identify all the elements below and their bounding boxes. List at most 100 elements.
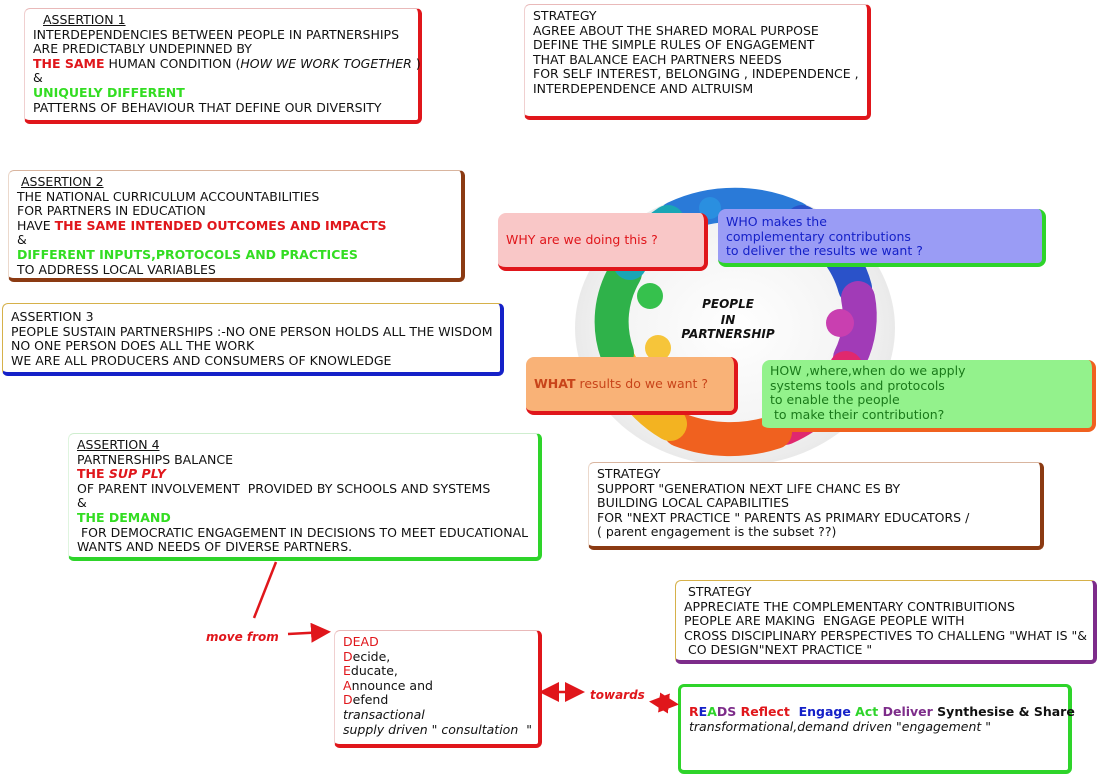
ampersand: &	[17, 232, 27, 248]
assertion-2-line: THE NATIONAL CURRICULUM ACCOUNTABILITIES	[17, 188, 320, 204]
assertion-4-line: OF PARENT INVOLVEMENT PROVIDED BY SCHOOL…	[77, 480, 491, 496]
who-text-line: to deliver the results we want ?	[726, 243, 923, 259]
reads-a: A	[707, 704, 717, 719]
reads-deliver: Deliver	[882, 704, 938, 719]
strategy-3-line: STRATEGY	[684, 584, 752, 599]
how-box: HOW ,where,when do we apply systems tool…	[762, 360, 1096, 432]
the-demand-text: THE DEMAND	[77, 509, 171, 525]
assertion-3-box: ASSERTION 3 PEOPLE SUSTAIN PARTNERSHIPS …	[2, 303, 504, 376]
dead-letter: E	[343, 663, 351, 679]
assertion-2-line: HAVE THE SAME INTENDED OUTCOMES AND IMPA…	[17, 217, 453, 234]
who-box: WHO makes the complementary contribution…	[718, 209, 1046, 267]
reads-synth: Synthesise & Share	[937, 704, 1075, 719]
assertion-3-heading: ASSERTION 3	[11, 309, 94, 324]
strategy-3-line: CROSS DISCIPLINARY PERSPECTIVES TO CHALL…	[684, 627, 1087, 643]
strategy-1-line: THAT BALANCE EACH PARTNERS NEEDS	[533, 51, 782, 67]
assertion-4-heading: ASSERTION 4	[77, 437, 160, 452]
assertion-4-line: THE SUP PLY	[77, 466, 530, 482]
different-inputs-text: DIFFERENT INPUTS,PROTOCOLS AND PRACTICES	[17, 246, 358, 262]
strategy-3-line: PEOPLE ARE MAKING ENGAGE PEOPLE WITH	[684, 613, 965, 629]
who-text-line: WHO makes the	[726, 214, 827, 229]
how-text-line: HOW ,where,when do we apply	[770, 363, 966, 378]
strategy-2-line: BUILDING LOCAL CAPABILITIES	[597, 495, 789, 511]
uniquely-different-text: UNIQUELY DIFFERENT	[33, 84, 185, 100]
figure-head	[645, 335, 671, 361]
assertion-4-line: PARTNERSHIPS BALANCE	[77, 451, 234, 467]
why-box: WHY are we doing this ?	[498, 213, 708, 271]
arrow-down-line	[252, 561, 278, 619]
assertion-4-line: WANTS AND NEEDS OF DIVERSE PARTNERS.	[77, 539, 353, 555]
how-text-line: systems tools and protocols	[770, 377, 945, 393]
move-from-label: move from	[206, 630, 279, 644]
dead-item: Educate,	[343, 663, 530, 679]
towards-label: towards	[590, 688, 645, 702]
figure-head	[637, 283, 663, 309]
dead-item: Announce and	[343, 677, 530, 694]
why-text: WHY are we doing this ?	[506, 232, 658, 247]
strategy-1-line: AGREE ABOUT THE SHARED MORAL PURPOSE	[533, 22, 819, 38]
how-text-line: to enable the people	[770, 392, 900, 408]
have-text: HAVE	[17, 217, 55, 233]
reads-engage: Engage	[798, 704, 856, 719]
the-same-text: THE SAME	[33, 55, 105, 71]
towards-arrow-right	[649, 692, 679, 714]
reads-line: READS Reflect Engage Act Deliver Synthes…	[689, 704, 1075, 720]
assertion-2-line: TO ADDRESS LOCAL VARIABLES	[17, 261, 216, 277]
dead-word: ducate,	[350, 663, 398, 679]
reads-act: Act	[855, 704, 883, 719]
reads-box: READS Reflect Engage Act Deliver Synthes…	[678, 684, 1075, 774]
strategy-2-line: SUPPORT "GENERATION NEXT LIFE CHANC ES B…	[597, 480, 901, 496]
reads-ds: DS	[716, 704, 737, 719]
supply-text: SUP PLY	[108, 466, 166, 482]
dead-letter: D	[343, 692, 353, 708]
strategy-3-box: STRATEGY APPRECIATE THE COMPLEMENTARY CO…	[675, 580, 1097, 664]
assertion-1-box: ASSERTION 1 INTERDEPENDENCIES BETWEEN PE…	[24, 8, 422, 124]
strategy-1-line: FOR SELF INTEREST, BELONGING , INDEPENDE…	[533, 66, 859, 82]
what-box: WHAT results do we want ?	[526, 357, 738, 415]
strategy-2-line: FOR "NEXT PRACTICE " PARENTS AS PRIMARY …	[597, 509, 970, 525]
ring-segment-orange	[663, 413, 792, 457]
assertion-1-line: PATTERNS OF BEHAVIOUR THAT DEFINE OUR DI…	[33, 99, 382, 115]
strategy-2-line: STRATEGY	[597, 466, 661, 481]
dead-letter: A	[343, 677, 352, 693]
human-condition-text: HUMAN CONDITION (	[104, 55, 241, 71]
reads-reflect: Reflect	[736, 704, 799, 719]
close-paren: )	[411, 55, 421, 71]
strategy-1-box: STRATEGY AGREE ABOUT THE SHARED MORAL PU…	[524, 4, 871, 120]
dead-subtitle: transactional	[343, 706, 425, 722]
strategy-2-line: ( parent engagement is the subset ??)	[597, 524, 837, 540]
ring-title-line: IN	[721, 313, 736, 327]
same-outcomes-text: THE SAME INTENDED OUTCOMES AND IMPACTS	[54, 217, 387, 233]
assertion-1-line: THE SAME HUMAN CONDITION (HOW WE WORK TO…	[33, 55, 421, 72]
what-rest: results do we want ?	[575, 376, 709, 391]
ring-title-line: PEOPLE	[702, 297, 755, 311]
strategy-2-box: STRATEGY SUPPORT "GENERATION NEXT LIFE C…	[588, 462, 1044, 550]
who-text-line: complementary contributions	[726, 228, 911, 244]
dead-item: Decide,	[343, 648, 530, 665]
how-text-line: to make their contribution?	[770, 406, 945, 422]
what-text: WHAT results do we want ?	[534, 376, 726, 392]
strategy-1-line: DEFINE THE SIMPLE RULES OF ENGAGEMENT	[533, 37, 815, 53]
dead-word: efend	[352, 692, 389, 708]
assertion-1-line: ARE PREDICTABLY UNDEPINNED BY	[33, 41, 252, 57]
ampersand: &	[33, 70, 43, 86]
assertion-4-box: ASSERTION 4 PARTNERSHIPS BALANCE THE SUP…	[68, 433, 542, 561]
what-bold: WHAT	[534, 376, 576, 391]
strategy-3-line: CO DESIGN"NEXT PRACTICE "	[684, 642, 873, 658]
ampersand: &	[77, 495, 87, 511]
assertion-3-line: PEOPLE SUSTAIN PARTNERSHIPS :-NO ONE PER…	[11, 323, 493, 339]
assertion-2-line: FOR PARTNERS IN EDUCATION	[17, 203, 206, 219]
assertion-2-heading: ASSERTION 2	[21, 174, 104, 189]
the-text: THE	[77, 466, 109, 482]
strategy-1-line: STRATEGY	[533, 8, 597, 23]
figure-head	[826, 309, 854, 337]
assertion-4-line: FOR DEMOCRATIC ENGAGEMENT IN DECISIONS T…	[77, 524, 529, 540]
move-from-arrow	[287, 622, 331, 643]
how-we-work-text: HOW WE WORK TOGETHER	[240, 55, 412, 71]
dead-letter: D	[343, 648, 353, 664]
assertion-1-heading: ASSERTION 1	[43, 12, 126, 27]
dead-subtitle: supply driven " consultation "	[343, 721, 532, 737]
dead-box: DEAD Decide, Educate, Announce and Defen…	[334, 630, 542, 748]
dead-word: nnounce and	[351, 677, 433, 693]
reads-subtitle: transformational,demand driven "engageme…	[689, 718, 992, 734]
